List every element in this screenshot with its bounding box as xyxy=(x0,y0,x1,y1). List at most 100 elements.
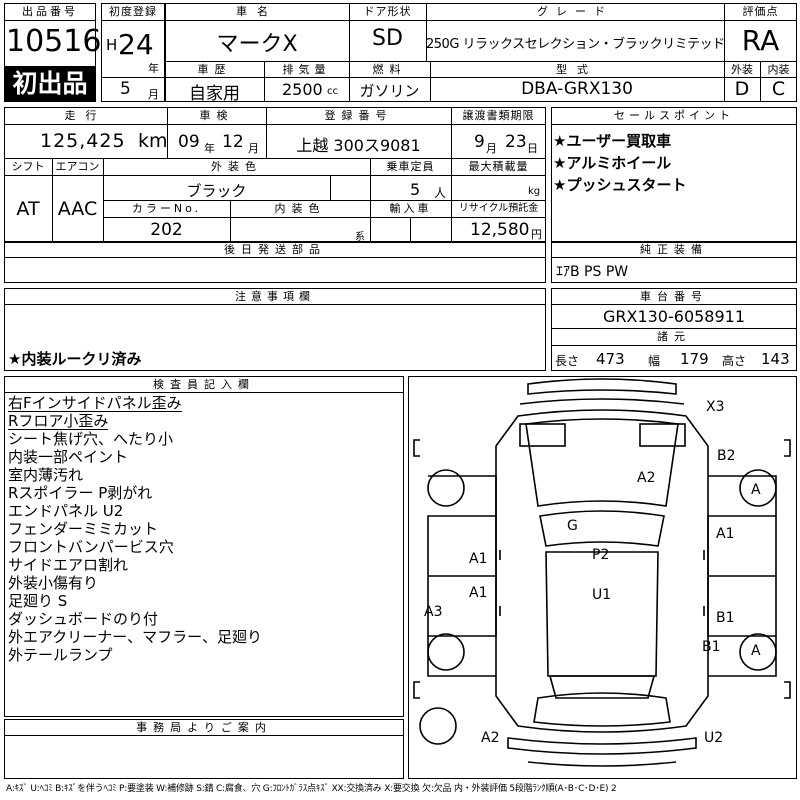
caution-box xyxy=(4,288,546,371)
inspector-note: ダッシュボードのり付 xyxy=(8,610,159,628)
grade-label: グレード xyxy=(537,5,613,18)
load-unit: kg xyxy=(528,186,541,197)
load-label: 最大積載量 xyxy=(468,160,529,173)
recycle-unit: 円 xyxy=(531,228,542,241)
inspector-note: サイドエアロ割れ xyxy=(8,556,129,574)
inspector-note: Rフロア小歪み xyxy=(8,412,109,430)
later-parts-box xyxy=(4,241,546,283)
damage-mark: A1 xyxy=(469,551,488,567)
genuine-equipment: ｴｱB PS PW xyxy=(556,264,629,280)
displacement-unit: cc xyxy=(327,86,338,97)
length: 473 xyxy=(596,350,625,368)
ac: AAC xyxy=(57,198,98,220)
header-frame xyxy=(165,3,797,102)
sales-points-box xyxy=(551,107,797,243)
score-label: 評価点 xyxy=(742,5,779,18)
caution-text: ★内装ルークリ済み xyxy=(8,350,142,368)
sales-points-label: セールスポイント xyxy=(614,109,734,122)
inspector-note: エンドパネル U2 xyxy=(8,502,124,520)
chassis-label: 車台番号 xyxy=(640,290,708,303)
int-color-label: 内装色 xyxy=(274,202,326,215)
legend: A:ｷｽﾞ U:ﾍｺﾐ B:ｷｽﾞを伴うﾍｺﾐ P:要塗装 W:補修跡 S:錆 … xyxy=(6,784,617,794)
color: ブラック xyxy=(186,182,247,200)
car-name: マークX xyxy=(216,32,298,57)
door-type: SD xyxy=(372,26,403,51)
first-reg-box xyxy=(101,3,165,102)
car-diagram xyxy=(413,378,791,767)
office-label: 事務局よりご案内 xyxy=(136,721,272,734)
transfer-day-unit: 日 xyxy=(527,142,538,155)
lot-number-box xyxy=(4,3,96,102)
first-reg-year: 24 xyxy=(118,28,154,61)
damage-mark: A xyxy=(751,482,761,498)
history-label: 車歴 xyxy=(197,63,232,76)
displacement-label: 排気量 xyxy=(282,63,331,76)
ext-score-label: 外装 xyxy=(731,63,753,76)
model-label: 型式 xyxy=(556,63,598,76)
damage-mark: A xyxy=(751,643,761,659)
later-parts-label: 後日発送部品 xyxy=(224,243,326,256)
inspector-note: 外エアクリーナー、マフラー、足廻り xyxy=(8,628,262,646)
damage-mark: B1 xyxy=(716,610,735,626)
month-unit: 月 xyxy=(148,88,159,101)
damage-mark: X3 xyxy=(706,399,725,415)
transfer-month: 9 xyxy=(474,132,485,152)
genuine-equipment-label: 純正装備 xyxy=(640,243,708,256)
inspector-note: Rスポイラー P剥がれ xyxy=(8,484,153,502)
spec-label: 諸元 xyxy=(657,330,691,343)
inspector-note: 外テールランプ xyxy=(8,646,113,664)
int-score: C xyxy=(771,78,786,100)
damage-mark: A2 xyxy=(481,730,500,746)
inspection-label: 車検 xyxy=(199,109,234,122)
damage-mark: A1 xyxy=(469,585,488,601)
damage-mark: B2 xyxy=(717,448,736,464)
fuel-label: 燃料 xyxy=(372,63,407,76)
genuine-equipment-box xyxy=(551,241,797,283)
mileage-unit: km xyxy=(138,130,168,152)
office-box xyxy=(4,719,404,779)
lot-number-label: 出品番号 xyxy=(22,5,78,18)
fuel: ガソリン xyxy=(359,82,420,100)
shift: AT xyxy=(16,198,40,220)
length-label: 長さ xyxy=(555,354,580,368)
inspector-note: 外装小傷有り xyxy=(8,574,99,592)
inspector-note: シート焦げ穴、へたり小 xyxy=(8,430,174,448)
height-label: 高さ xyxy=(722,354,747,368)
inspector-note: 右Fインサイドパネル歪み xyxy=(8,394,182,412)
chassis-number: GRX130-6058911 xyxy=(602,307,746,326)
history: 自家用 xyxy=(189,84,240,104)
color-label: 外装色 xyxy=(211,160,262,173)
transfer-label: 譲渡書類期限 xyxy=(462,109,535,122)
capacity-label: 乗車定員 xyxy=(386,160,435,173)
sales-point-item: ★プッシュスタート xyxy=(553,176,687,194)
damage-mark: B1 xyxy=(702,639,721,655)
recycle-label: リサイクル預託金 xyxy=(458,203,539,214)
plate-label: 登録番号 xyxy=(324,109,393,122)
caution-label: 注意事項欄 xyxy=(235,290,315,303)
door-label: ドア形状 xyxy=(363,5,412,18)
width: 179 xyxy=(680,350,709,368)
width-label: 幅 xyxy=(648,354,661,368)
inspection-year: 09 xyxy=(178,132,200,152)
color-no-label: カラーNo. xyxy=(131,202,202,215)
capacity: 5 xyxy=(410,180,421,199)
displacement: 2500 xyxy=(282,80,323,99)
damage-diagram-box xyxy=(408,376,797,779)
import-label: 輸入車 xyxy=(389,202,432,215)
inspection-month-unit: 月 xyxy=(248,142,259,155)
ac-label: エアコン xyxy=(55,160,100,173)
transfer-day: 23 xyxy=(505,132,527,152)
sales-point-item: ★ユーザー買取車 xyxy=(553,132,672,150)
chassis-box xyxy=(551,288,797,371)
damage-mark: U1 xyxy=(592,587,612,603)
first-listing-badge: 初出品 xyxy=(5,66,95,101)
damage-mark: P2 xyxy=(592,547,610,563)
inspector-notes: 右Fインサイドパネル歪み Rフロア小歪み シート焦げ穴、へたり小 内装一部ペイン… xyxy=(8,394,262,664)
capacity-unit: 人 xyxy=(434,186,447,200)
damage-mark: A2 xyxy=(637,470,656,486)
damage-mark: A1 xyxy=(716,526,735,542)
model: DBA-GRX130 xyxy=(521,79,633,99)
shift-label: シフト xyxy=(11,160,45,173)
inspector-note: 足廻り S xyxy=(8,592,68,610)
era: H xyxy=(106,36,118,54)
